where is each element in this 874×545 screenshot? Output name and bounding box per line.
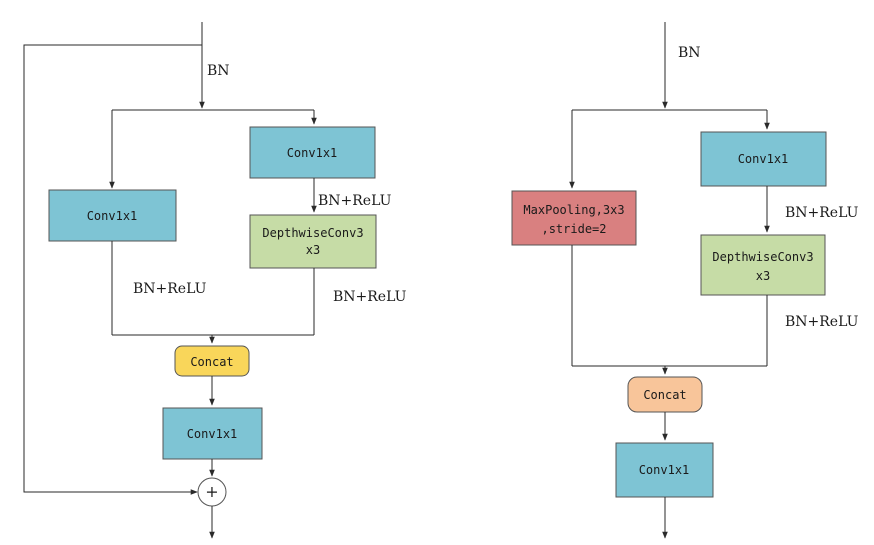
right-maxpool-line2: ,stride=2 [541,222,606,236]
right-depthwise-line2: x3 [756,269,770,283]
left-concat-text: Concat [190,355,233,369]
left-conv-out-text: Conv1x1 [187,427,238,441]
left-input-label: BN [207,63,230,79]
right-conv-out-box [615,442,714,498]
right-diagram: BN MaxPooling,3x3 ,stride=2 Conv1x1 BN+R… [511,22,859,539]
right-concat-text: Concat [643,388,686,402]
left-bn-relu-b2: BN+ReLU [333,289,407,305]
right-conv-out-text: Conv1x1 [639,463,690,477]
left-depthwise-line1: DepthwiseConv3 [262,226,363,240]
left-depthwise-box [249,214,377,269]
right-maxpool-box [511,190,637,246]
left-skip-connection [23,44,202,495]
right-bn-relu-b1: BN+ReLU [785,205,859,221]
right-conv-b-text: Conv1x1 [738,152,789,166]
left-conv-out-box [162,407,263,460]
left-bn-relu-a: BN+ReLU [133,281,207,297]
left-add-symbol: + [205,482,218,501]
right-depthwise-line1: DepthwiseConv3 [712,250,813,264]
right-bn-relu-b2: BN+ReLU [785,314,859,330]
right-maxpool-line1: MaxPooling,3x3 [523,203,624,217]
left-conv-a-box [48,189,177,242]
right-conv-b-box [700,131,827,187]
left-conv-b-box [249,126,376,179]
left-conv-b-text: Conv1x1 [287,146,338,160]
left-depthwise-line2: x3 [306,243,320,257]
left-bn-relu-b1: BN+ReLU [318,193,392,209]
right-input-label: BN [678,45,701,61]
right-depthwise-box [700,234,826,296]
left-conv-a-text: Conv1x1 [87,209,138,223]
left-diagram: BN Conv1x1 BN+ReLU Conv1x1 BN+ReLU Depth… [23,22,407,539]
